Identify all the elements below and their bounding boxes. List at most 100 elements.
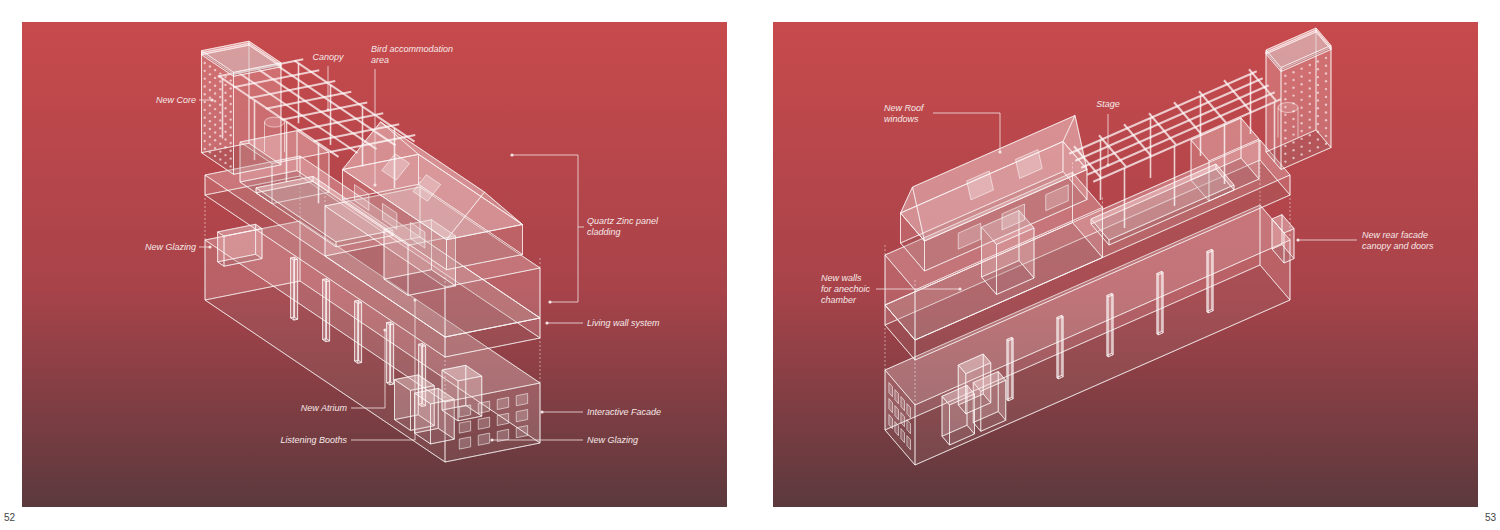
model-slab [1207, 249, 1213, 253]
pergola-post [1174, 146, 1176, 206]
perforation [214, 108, 216, 110]
perforation [1284, 153, 1286, 155]
perforation [1325, 143, 1327, 145]
perforation [1292, 71, 1294, 73]
leader-line [1298, 240, 1357, 241]
perforation [214, 131, 216, 133]
model-slab [1266, 28, 1331, 68]
perforation [219, 158, 221, 160]
roof-window [413, 175, 441, 201]
perforation [214, 92, 216, 94]
perforation [204, 70, 206, 72]
perforation [224, 123, 226, 125]
perforation [224, 131, 226, 133]
perforation [209, 120, 211, 122]
perforation [1309, 134, 1311, 136]
model-wall [323, 279, 326, 341]
model-slab [323, 279, 330, 282]
page-panel [22, 22, 727, 507]
model-slab [1157, 271, 1163, 275]
perforation [1325, 80, 1327, 82]
model-wall [294, 259, 298, 320]
pergola-beam [1099, 135, 1126, 167]
perforation [1284, 137, 1286, 139]
pergola-beam [1069, 71, 1257, 154]
roof-window [1015, 150, 1042, 179]
perforation [209, 81, 211, 83]
model-wall [458, 376, 482, 421]
model-wall [1158, 273, 1163, 335]
callout-label: Stage [1096, 99, 1120, 110]
model-wall [387, 323, 390, 385]
callout-label: New Roof windows [884, 103, 929, 125]
leader-line [351, 330, 385, 408]
perforation [214, 147, 216, 149]
pergola-post [318, 143, 320, 203]
pergola-post [362, 107, 364, 167]
perforation [1317, 68, 1319, 70]
guide-line [915, 360, 916, 405]
perforation [209, 65, 211, 67]
window [958, 223, 981, 249]
guide-line [540, 338, 541, 383]
leader-dot [540, 410, 543, 413]
perforation [1284, 90, 1286, 92]
model-wall [358, 302, 362, 363]
perforation [1300, 145, 1302, 147]
perforation [1325, 135, 1327, 137]
guide-line [205, 195, 206, 240]
facade-panel [478, 401, 489, 413]
model-wall [358, 300, 361, 362]
perforation [230, 134, 232, 136]
perforation [219, 150, 221, 152]
leader-line [199, 247, 210, 248]
guide-line [540, 258, 541, 268]
model-slab [958, 354, 991, 374]
facade-panel [907, 420, 911, 434]
perforation [1292, 118, 1294, 120]
perforation [1300, 75, 1302, 77]
perforation [209, 128, 211, 130]
perforation [204, 116, 206, 118]
pergola-beam [282, 103, 368, 120]
perforation [1292, 126, 1294, 128]
leader-line [542, 412, 583, 413]
perforation [1317, 99, 1319, 101]
perforation [204, 148, 206, 150]
perforation [1300, 138, 1302, 140]
pergola-post [1224, 124, 1226, 184]
leader-line [375, 69, 376, 185]
model-wall [218, 232, 224, 266]
perforation [1284, 145, 1286, 147]
window [1046, 185, 1069, 211]
leader-line [351, 300, 415, 440]
perforation [1292, 141, 1294, 143]
perforation [1325, 119, 1327, 121]
window [1002, 204, 1025, 230]
perforation [1317, 138, 1319, 140]
leader-dot [548, 300, 551, 303]
perforation [1292, 87, 1294, 89]
perforation [204, 132, 206, 134]
perforation [230, 150, 232, 152]
perforation [1300, 99, 1302, 101]
leader-dot [958, 287, 961, 290]
perforation [214, 84, 216, 86]
perforation [230, 111, 232, 113]
model-wall [1108, 295, 1113, 357]
perforation [219, 72, 221, 74]
building-model [202, 41, 541, 462]
facade-panel [459, 421, 470, 433]
perforation [230, 157, 232, 159]
perforation [1317, 123, 1319, 125]
pergola-beam [1074, 146, 1101, 178]
model-slab [885, 140, 1290, 340]
perforation [1309, 126, 1311, 128]
perforation [1325, 57, 1327, 59]
model-wall [355, 301, 358, 363]
bracket-line [512, 155, 578, 302]
model-wall [1208, 251, 1213, 313]
perforation [1284, 98, 1286, 100]
facade-panel [901, 413, 905, 427]
